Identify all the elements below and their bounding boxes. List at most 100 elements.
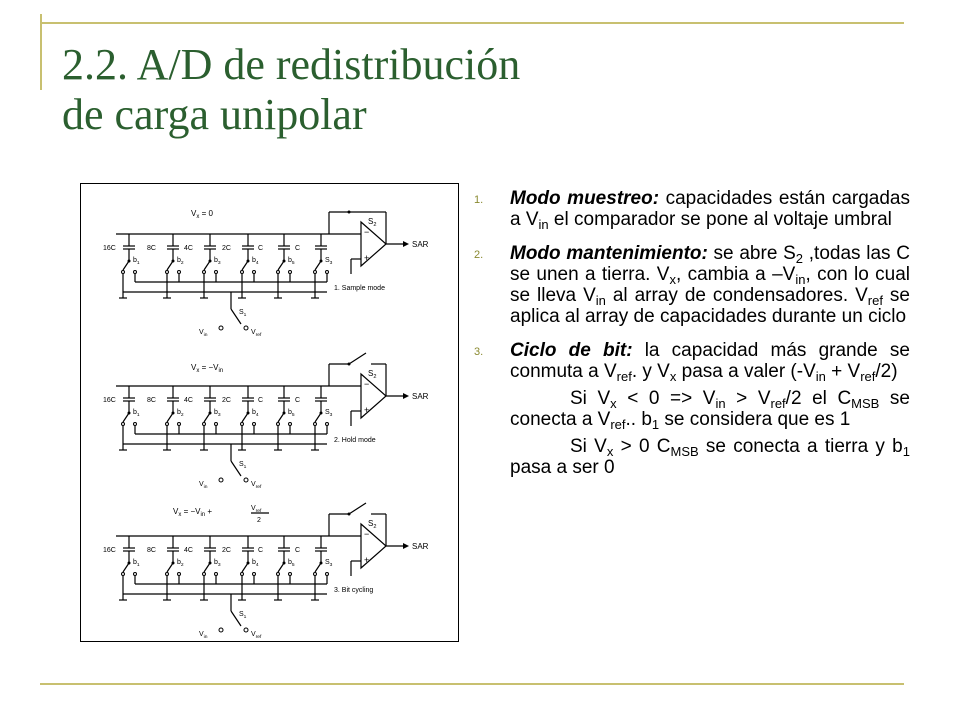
item-text: /2) <box>875 361 898 382</box>
switch-node <box>252 572 256 576</box>
capacitor-label: 8C <box>147 245 156 252</box>
subscript: x <box>669 369 677 384</box>
switch-node <box>325 270 329 274</box>
vin-label: Vin <box>199 329 208 338</box>
bit-switch <box>277 562 285 573</box>
item-text: .. b <box>625 409 652 430</box>
item-text: se considera que es 1 <box>659 409 851 430</box>
switch-node <box>121 270 125 274</box>
switch-node <box>214 422 218 426</box>
item-number: 3. <box>474 346 484 358</box>
comparator-minus: − <box>364 529 369 539</box>
capacitor-label: 16C <box>103 547 116 554</box>
item-text: se abre S <box>707 243 796 264</box>
item-text: el comparador se pone al voltaje umbral <box>548 209 892 230</box>
capacitor-label: 16C <box>103 245 116 252</box>
bit-switch <box>166 562 174 573</box>
mode-list: 1. Modo muestreo: capacidades están carg… <box>472 188 910 491</box>
s1-switch <box>230 308 242 325</box>
fraction-numerator: Vref <box>251 505 262 514</box>
mode-label: 1. Sample mode <box>334 285 385 292</box>
sar-label: SAR <box>412 392 429 401</box>
title-line-2: de carga unipolar <box>62 90 367 139</box>
vin-node <box>218 477 224 483</box>
switch-node <box>240 422 244 426</box>
subscript: 1 <box>902 444 910 459</box>
switch-node <box>202 422 206 426</box>
subscript: ref <box>770 396 786 411</box>
bit-label: b2 <box>177 559 184 568</box>
capacitor-label: 2C <box>222 547 231 554</box>
switch-node <box>177 422 181 426</box>
switch-node <box>177 270 181 274</box>
capacitor-label: 2C <box>222 397 231 404</box>
subscript: ref <box>610 417 626 432</box>
bit-switch <box>277 412 285 423</box>
item-term: Modo muestreo: <box>510 188 660 209</box>
switch-node <box>288 422 292 426</box>
switch-node <box>133 422 137 426</box>
switch-node <box>177 572 181 576</box>
s3-label: S3 <box>325 409 333 418</box>
item-text: /2 el C <box>785 388 852 409</box>
switch-node <box>240 572 244 576</box>
bottom-rule <box>40 683 904 685</box>
s2-label: S2 <box>368 369 376 380</box>
switch-node <box>347 210 351 214</box>
item-text: pasa a ser 0 <box>510 457 615 478</box>
switch-node <box>240 270 244 274</box>
item-text: > V <box>725 388 771 409</box>
item-text: al array de condensadores. V <box>605 285 868 306</box>
subscript: 1 <box>651 417 660 432</box>
comparator-minus: − <box>364 227 369 237</box>
capacitor-label: 2C <box>222 245 231 252</box>
item-text: capacidades están cargadas a V <box>510 188 910 230</box>
top-rule <box>40 22 904 24</box>
vin-node <box>218 627 224 633</box>
bit-switch <box>203 412 211 423</box>
switch-node <box>133 572 137 576</box>
capacitor-label: 16C <box>103 397 116 404</box>
arrow-icon <box>403 393 409 399</box>
vref-node <box>243 325 249 331</box>
bit-label: b3 <box>214 559 221 568</box>
bit-switch <box>314 260 322 271</box>
vin-label: Vin <box>199 481 208 490</box>
subscript: in <box>795 272 806 287</box>
switch-node <box>202 572 206 576</box>
s2-label: S2 <box>368 217 376 228</box>
capacitor-label: C <box>258 547 263 554</box>
s2-label: S2 <box>368 519 376 530</box>
comparator-icon <box>360 220 387 268</box>
sar-label: SAR <box>412 542 429 551</box>
bit-switch <box>314 562 322 573</box>
bit-label: b2 <box>177 409 184 418</box>
switch-node <box>121 422 125 426</box>
title-line-1: 2.2. A/D de redistribución <box>62 40 521 89</box>
switch-node <box>313 270 317 274</box>
bit-label: b1 <box>133 409 140 418</box>
capacitor-label: 4C <box>184 245 193 252</box>
comparator-icon <box>360 372 387 420</box>
item-text: ,todas las C se unen a tierra. V <box>510 243 910 285</box>
switch-node <box>288 270 292 274</box>
bit-label: b3 <box>214 257 221 266</box>
bit-switch <box>122 260 130 271</box>
comparator-plus: + <box>364 555 369 565</box>
capacitor-label: C <box>295 245 300 252</box>
item-text: + V <box>825 361 861 382</box>
bit-case-one: Si Vx < 0 => Vin > Vref/2 el CMSB se con… <box>510 388 910 432</box>
bit-case-zero: Si Vx > 0 CMSB se conecta a tierra y b1 … <box>510 436 910 478</box>
subscript: x <box>669 272 676 287</box>
subscript: ref <box>860 369 876 384</box>
switch-node <box>165 270 169 274</box>
comparator-plus: + <box>364 253 369 263</box>
switch-node <box>276 572 280 576</box>
subscript: ref <box>616 369 632 384</box>
s2-switch <box>348 502 367 515</box>
item-text: > 0 C <box>613 436 671 457</box>
s2-switch <box>348 352 367 365</box>
capacitor-label: C <box>295 397 300 404</box>
vx-label: Vx = 0 <box>191 209 213 220</box>
